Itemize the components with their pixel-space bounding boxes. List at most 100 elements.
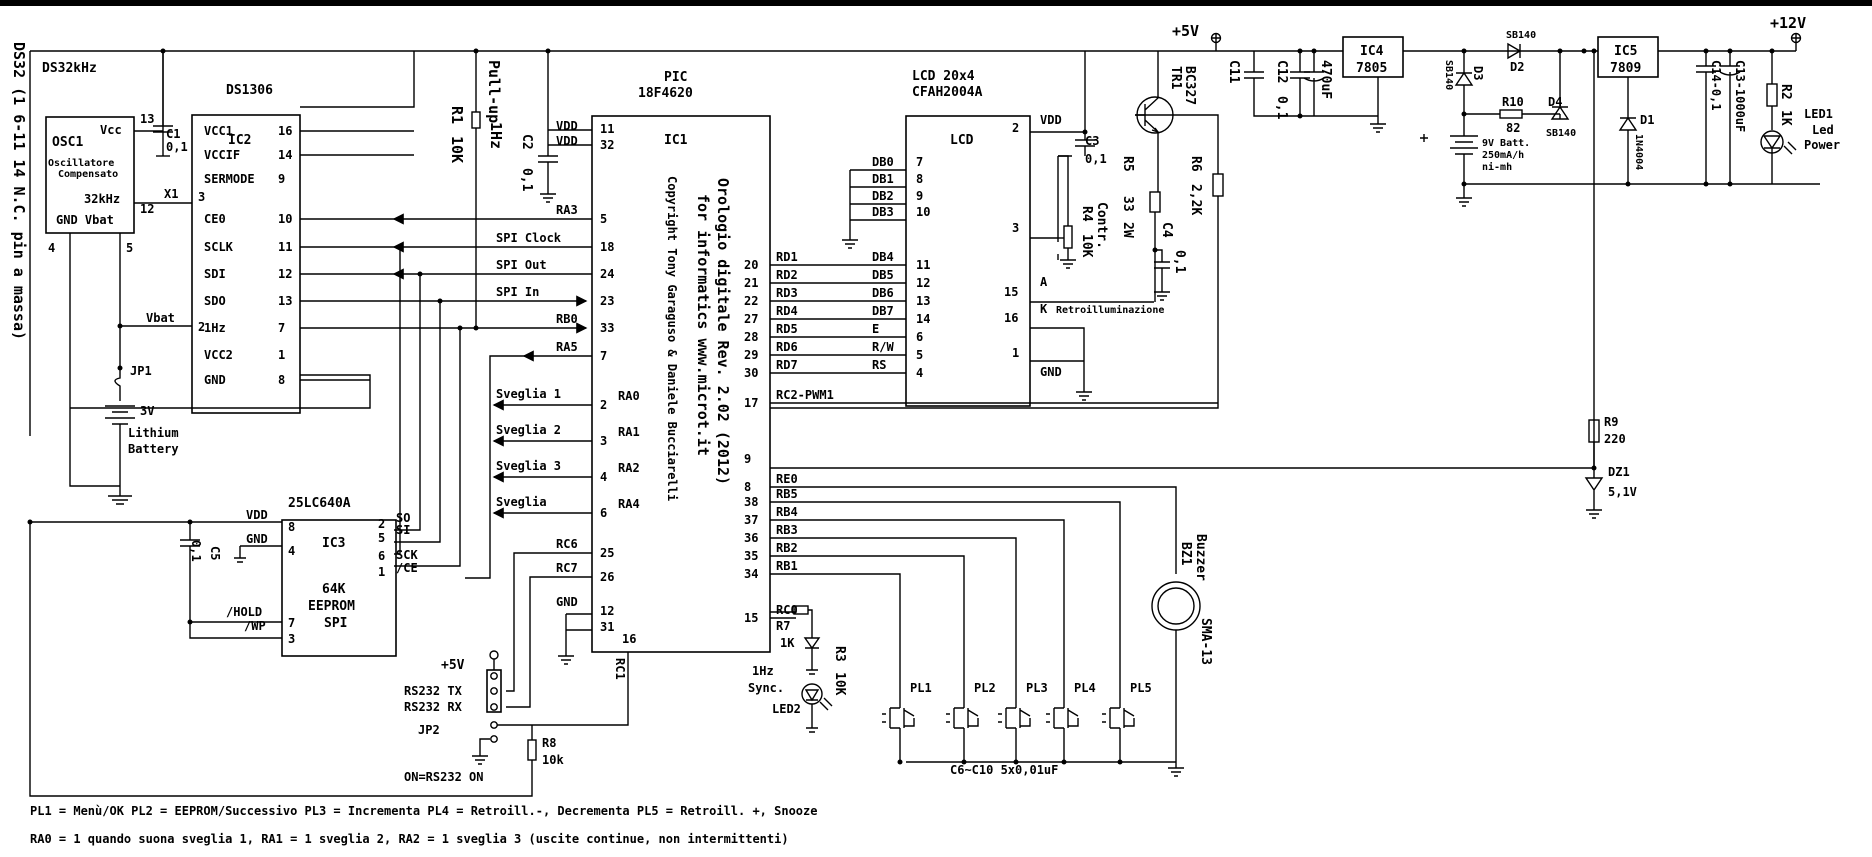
pic-left-num: 3 bbox=[600, 434, 607, 448]
r4-val: 10K bbox=[1079, 234, 1094, 258]
pic-left-num: 26 bbox=[600, 570, 614, 584]
rs232-vcc: +5V bbox=[441, 658, 465, 673]
r2-val: 1K bbox=[1778, 110, 1793, 126]
pic-right-sig: RB1 bbox=[776, 559, 798, 573]
pic-vert1: Orologio digitale Rev. 2.02 (2012) bbox=[714, 178, 732, 485]
osc-p13: 13 bbox=[140, 112, 154, 126]
c5-val: 0,1 bbox=[189, 540, 203, 562]
r3-ref: R3 bbox=[832, 646, 847, 662]
c3-val: 0,1 bbox=[1085, 152, 1107, 166]
lcd-pin-num: 12 bbox=[916, 276, 930, 290]
ds1306-pin-num: 7 bbox=[278, 321, 285, 335]
lcd-p2: 2 bbox=[1012, 121, 1019, 135]
pic-left-sig: RA1 bbox=[618, 425, 640, 439]
ds1306-pin-num: 14 bbox=[278, 148, 292, 162]
osc-title: DS32kHz bbox=[42, 61, 97, 76]
ds1306-pin-sig: SDI bbox=[204, 267, 226, 281]
ds1306-pin-sig: VCC1 bbox=[204, 124, 233, 138]
pic-left-num: 2 bbox=[600, 398, 607, 412]
lcd-pin-sig: E bbox=[872, 322, 879, 336]
eeprom-l3: SPI bbox=[324, 616, 347, 631]
pic-right-sig: RD5 bbox=[776, 322, 798, 336]
sig-sv3: Sveglia 3 bbox=[496, 459, 561, 473]
pic-left-sig: RA4 bbox=[618, 497, 640, 511]
eeprom-p6: 6 bbox=[378, 549, 385, 563]
eeprom-hold: /HOLD bbox=[226, 605, 262, 619]
c1-val: 0,1 bbox=[166, 140, 188, 154]
lcd-p3: 3 bbox=[1012, 221, 1019, 235]
lcd-pin-num: 6 bbox=[916, 330, 923, 344]
eeprom-l2: EEPROM bbox=[308, 599, 355, 614]
batt-l2: Battery bbox=[128, 442, 179, 456]
c5-ref: C5 bbox=[208, 546, 222, 560]
eeprom-wp: /WP bbox=[244, 619, 266, 633]
lcd-pin-num: 5 bbox=[916, 348, 923, 362]
pic-right-num: 20 bbox=[744, 258, 758, 272]
c4-val: 0,1 bbox=[1172, 250, 1187, 274]
ds1306-pin-num: 8 bbox=[278, 373, 285, 387]
pic-gnd: GND bbox=[556, 595, 578, 609]
r1-val: 10K bbox=[448, 136, 466, 163]
eeprom-p7: 7 bbox=[288, 616, 295, 630]
pic-right-num: 29 bbox=[744, 348, 758, 362]
ds1306-pin-sig: SERMODE bbox=[204, 172, 255, 186]
schematic: DS32 (1 6-11 14 N.C. pin a massa) DS32kH… bbox=[10, 14, 1840, 846]
pic-right-num: 37 bbox=[744, 513, 758, 527]
pic-vert2: for informatics www.microt.it bbox=[694, 194, 712, 456]
lcd-name: LCD bbox=[950, 133, 974, 148]
eeprom-ic3: 25LC640A IC3 64K EEPROM SPI VDD GND /HOL… bbox=[27, 496, 418, 657]
r2-ref: R2 bbox=[1778, 84, 1793, 100]
lcd-backlight: Retroilluminazione bbox=[1056, 304, 1164, 316]
pic-right-sig: RB5 bbox=[776, 487, 798, 501]
lcd-dbtop-num: 10 bbox=[916, 205, 930, 219]
r9-val: 220 bbox=[1604, 432, 1626, 446]
pic-right-sig: RD2 bbox=[776, 268, 798, 282]
r5-val: 33 bbox=[1120, 196, 1135, 212]
pic-right-num: 38 bbox=[744, 495, 758, 509]
lcd-pin-sig: DB7 bbox=[872, 304, 894, 318]
c14-label: C14-0,1 bbox=[1709, 60, 1723, 111]
lcd-dbtop-num: 9 bbox=[916, 189, 923, 203]
lcd-pin-num: 14 bbox=[916, 312, 930, 326]
batt-l1: Lithium bbox=[128, 426, 179, 440]
sig-sv4: Sveglia bbox=[496, 495, 547, 509]
pic-p16: 16 bbox=[622, 632, 636, 646]
lcd-p1: 1 bbox=[1012, 346, 1019, 360]
pic-ic1: PIC 18F4620 IC1 VDD VDD 11 32 GND 12 31 … bbox=[548, 70, 1218, 696]
pic-right-sig: RD7 bbox=[776, 358, 798, 372]
lcd-p15: 15 bbox=[1004, 285, 1018, 299]
osc-p4: 4 bbox=[48, 241, 55, 255]
pic-right-sig: RC0 bbox=[776, 603, 798, 617]
pic-right-num: 22 bbox=[744, 294, 758, 308]
pic-right-sig: RB2 bbox=[776, 541, 798, 555]
spi-wires bbox=[70, 51, 592, 708]
lcd-pin-sig: DB4 bbox=[872, 250, 894, 264]
lcd-dbtop-sig: DB2 bbox=[872, 189, 894, 203]
jp1-label: JP1 bbox=[130, 364, 152, 378]
batt9-l2: 250mA/h bbox=[1482, 150, 1524, 161]
r6-val: 2,2K bbox=[1188, 184, 1203, 215]
osc-line3: Compensato bbox=[58, 169, 118, 180]
r8-ref: R8 bbox=[542, 736, 556, 750]
d1-val: 1N4004 bbox=[1633, 134, 1644, 170]
tr1-val: BC327 bbox=[1182, 66, 1197, 105]
key-label: PL4 bbox=[1074, 681, 1096, 695]
r5-ref: R5 bbox=[1120, 156, 1135, 172]
batt-v: 3V bbox=[140, 404, 154, 418]
c12-val: 0,1 bbox=[1274, 96, 1289, 120]
ds1306-pin-num: 12 bbox=[278, 267, 292, 281]
pic-vert3: Copyright Tony Garaguso & Daniele Buccia… bbox=[665, 176, 679, 501]
pic-right-sig: RD4 bbox=[776, 304, 798, 318]
key-label: PL1 bbox=[910, 681, 932, 695]
r3-val: 10K bbox=[832, 672, 847, 696]
rs232-tx: RS232 TX bbox=[404, 684, 463, 698]
pic-right-sig: RB4 bbox=[776, 505, 798, 519]
pic-ref: IC1 bbox=[664, 133, 688, 148]
r7-ref: R7 bbox=[776, 619, 790, 633]
lcd-pin-num: 13 bbox=[916, 294, 930, 308]
lcd-dbtop-num: 7 bbox=[916, 155, 923, 169]
pic-right-sig: RD6 bbox=[776, 340, 798, 354]
pic-right-num: 17 bbox=[744, 396, 758, 410]
lcd-t1: LCD 20x4 bbox=[912, 69, 975, 84]
